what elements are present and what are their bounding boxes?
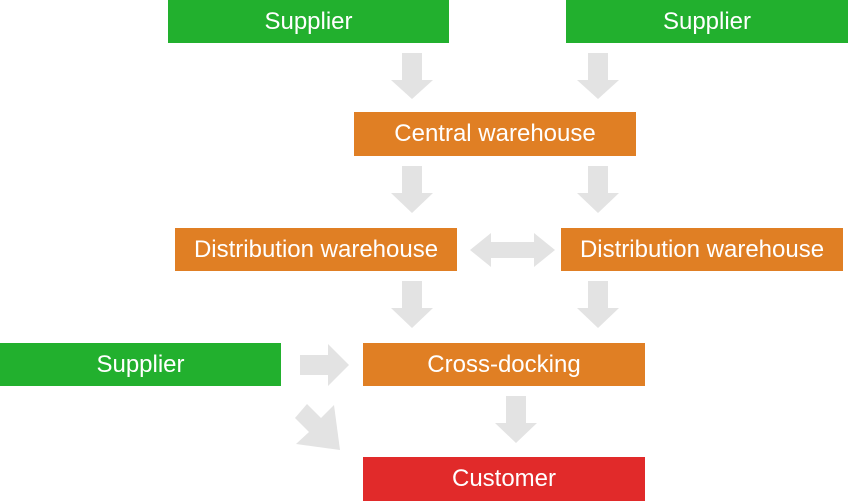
arrow-distribution-bidirectional (470, 233, 555, 267)
distribution-warehouse-label: Distribution warehouse (579, 235, 825, 263)
arrow-supplier-to-crossdocking (300, 344, 349, 386)
arrow-distribution-left-to-crossdocking (391, 281, 433, 328)
supplier-box-top-right: Supplier (566, 0, 848, 43)
arrow-central-to-distribution-right (577, 166, 619, 213)
arrow-crossdocking-to-customer (495, 396, 537, 443)
supplier-label: Supplier (96, 350, 185, 378)
distribution-warehouse-label: Distribution warehouse (193, 235, 439, 263)
central-warehouse-box: Central warehouse (354, 112, 636, 156)
supplier-label: Supplier (264, 7, 353, 35)
arrow-distribution-right-to-crossdocking (577, 281, 619, 328)
arrow-supplier-to-central-left (391, 53, 433, 99)
supplier-box-left: Supplier (0, 343, 281, 386)
supplier-box-top-left: Supplier (168, 0, 449, 43)
distribution-warehouse-box-right: Distribution warehouse (561, 228, 843, 271)
cross-docking-label: Cross-docking (427, 350, 581, 378)
supplier-label: Supplier (662, 7, 752, 35)
arrow-supplier-to-customer (295, 404, 340, 450)
customer-label: Customer (451, 465, 557, 492)
distribution-warehouse-box-left: Distribution warehouse (175, 228, 457, 271)
customer-box: Customer (363, 457, 645, 501)
central-warehouse-label: Central warehouse (394, 120, 596, 147)
arrow-central-to-distribution-left (391, 166, 433, 213)
cross-docking-box: Cross-docking (363, 343, 645, 386)
arrow-supplier-to-central-right (577, 53, 619, 99)
